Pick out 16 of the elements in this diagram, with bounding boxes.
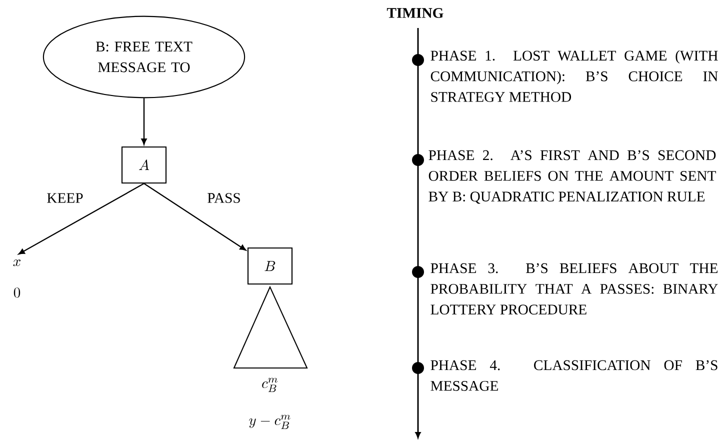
phase-text: PHASE 4. CLASSIFICATION OF B’S MESSAGE xyxy=(430,360,718,391)
phase-text: PHASE 1. LOST WALLET GAME (WITH COMMUNICATION): B’S CHOICE IN STRATEGY METHOD xyxy=(430,50,718,102)
phase-text: PHASE 3. B’S BELIEFS ABOUT THE PROBABILITY THAT A PASSES: BINARY LOTTERY PROCEDURE xyxy=(430,263,718,314)
decision-box: $A$ xyxy=(121,146,167,184)
decision-box: $B$ xyxy=(247,247,293,285)
timeline-heading: TIMING xyxy=(386,8,444,18)
payoff-text: $x$ $0$ xyxy=(13,260,21,298)
arrow xyxy=(144,183,246,251)
ellipse-node: B: FREE TEXT MESSAGE TO xyxy=(42,16,246,98)
arrow xyxy=(18,183,144,254)
edge-label: KEEP xyxy=(45,192,85,204)
phase-text: PHASE 2. A’S FIRST AND B’S SECOND ORDER BELIEFS ON THE AMOUNT SENT BY B: QUADRATIC PENALIZATION RULE xyxy=(428,150,716,204)
arrow xyxy=(141,98,147,145)
payoff-formula: $y - c_B^m$ xyxy=(249,414,290,429)
edge-label: PASS xyxy=(206,192,242,204)
payoff-formula: $c_B^m$ xyxy=(262,378,278,392)
